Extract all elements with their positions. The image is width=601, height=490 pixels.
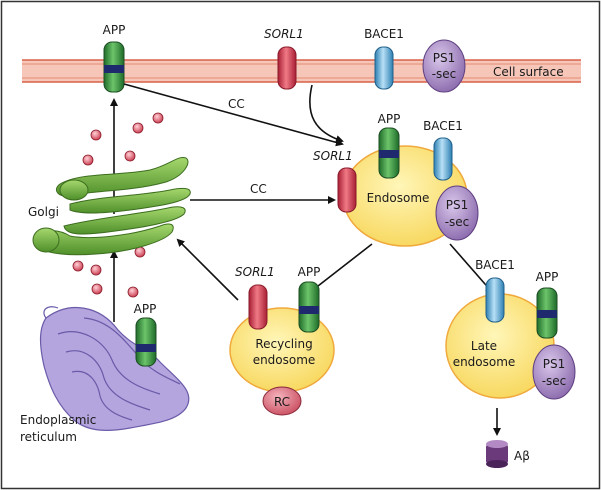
app-label-er: APP (134, 302, 157, 316)
app-label-surface: APP (103, 23, 126, 37)
ps1-label-surface: PS1 (433, 51, 456, 65)
late-label-line2: endosome (453, 355, 516, 369)
sorl1-label-recycling: SORL1 (235, 265, 275, 279)
secretory-vesicles (72, 112, 164, 298)
recycling-compartment (262, 386, 302, 416)
surface-to-endosome-arrow (123, 83, 344, 147)
cc-label-mid: CC (250, 182, 267, 196)
sec-label-endosome: -sec (445, 215, 470, 229)
ps1-sec-complex-late (532, 344, 576, 400)
app-label-recycling: APP (298, 265, 321, 279)
sorl1-label-surface: SORL1 (264, 27, 304, 41)
bace1-protein-endosome (433, 137, 453, 181)
cell-surface-label: Cell surface (493, 65, 564, 79)
bace1-label-late: BACE1 (475, 258, 515, 272)
endoplasmic-reticulum (39, 306, 190, 431)
endosome-label: Endosome (367, 191, 430, 205)
recycling-label-line2: endosome (253, 353, 316, 367)
er-label-line1: Endoplasmic (20, 413, 96, 427)
abeta-label: Aβ (514, 449, 530, 463)
app-protein-er (135, 317, 157, 367)
bace1-protein-surface (374, 46, 394, 90)
ps1-sec-complex-endosome (435, 185, 479, 241)
rc-label: RC (274, 395, 290, 409)
sorl1-internalization-arrow (309, 84, 344, 143)
sorl1-protein-surface (277, 46, 297, 90)
sorl1-protein-recycling (248, 284, 268, 330)
bace1-protein-late (485, 277, 505, 323)
sorl1-label-endosome: SORL1 (313, 149, 353, 163)
er-label-line2: reticulum (20, 430, 77, 444)
recycling-to-golgi-arrow (176, 238, 239, 301)
sec-label-late: -sec (542, 374, 567, 388)
bace1-label-surface: BACE1 (364, 27, 404, 41)
app-label-endosome: APP (378, 112, 401, 126)
cc-label-top: CC (228, 97, 245, 111)
app-protein-surface (103, 41, 125, 93)
sorl1-protein-endosome (337, 167, 357, 213)
recycling-label-line1: Recycling (255, 337, 312, 351)
golgi-label: Golgi (28, 205, 59, 219)
golgi-apparatus (32, 156, 191, 256)
bace1-label-endosome: BACE1 (423, 119, 463, 133)
ps1-label-late: PS1 (543, 357, 566, 371)
late-label-line1: Late (471, 339, 497, 353)
endosome-to-late-arrow (449, 243, 494, 294)
app-protein-late (536, 287, 558, 339)
app-label-late: APP (536, 270, 559, 284)
app-protein-recycling (298, 281, 320, 333)
app-protein-endosome (378, 127, 400, 179)
ps1-sec-complex-surface (422, 39, 466, 93)
ps1-label-endosome: PS1 (446, 198, 469, 212)
sec-label-surface: -sec (432, 67, 457, 81)
abeta-peptide (486, 440, 508, 468)
pathway-arrows (110, 83, 501, 436)
